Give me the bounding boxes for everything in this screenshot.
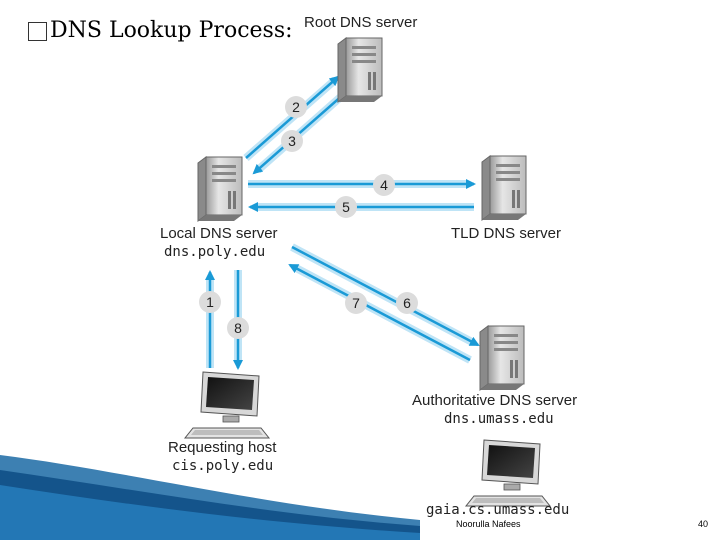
arrow-step-2 <box>243 75 340 162</box>
requesting-host-computer-icon <box>184 371 270 439</box>
requesting-host-label: Requesting host <box>168 439 277 456</box>
step-badge-3: 3 <box>281 130 303 152</box>
svg-text:7: 7 <box>352 295 360 311</box>
authoritative-server-host: dns.umass.edu <box>444 411 554 427</box>
slide-title-row: DNS Lookup Process: <box>28 18 293 43</box>
page-number: 40 <box>697 519 708 529</box>
arrow-step-7 <box>288 263 472 364</box>
step-badge-6: 6 <box>396 292 418 314</box>
target-host-computer-icon <box>465 439 551 507</box>
tld-server-icon <box>481 155 527 221</box>
svg-text:5: 5 <box>342 199 350 215</box>
svg-text:3: 3 <box>288 133 296 149</box>
step-badge-5: 5 <box>335 196 357 218</box>
svg-text:8: 8 <box>234 320 242 336</box>
svg-text:6: 6 <box>403 295 411 311</box>
svg-text:2: 2 <box>292 99 300 115</box>
local-server-label: Local DNS server <box>160 225 278 242</box>
tld-server-label: TLD DNS server <box>451 225 562 242</box>
svg-text:1: 1 <box>206 294 214 310</box>
step-badge-4: 4 <box>373 174 395 196</box>
step-badge-7: 7 <box>345 292 367 314</box>
local-server-host: dns.poly.edu <box>164 244 266 260</box>
target-host-name: gaia.cs.umass.edu <box>426 502 570 518</box>
step-badge-1: 1 <box>199 291 221 313</box>
authoritative-server-icon <box>479 325 525 391</box>
arrow-step-6 <box>290 243 480 347</box>
requesting-host-name: cis.poly.edu <box>172 458 274 474</box>
root-server-icon <box>337 37 383 103</box>
footer-author: Noorulla Nafees <box>456 519 521 529</box>
step-badge-2: 2 <box>285 96 307 118</box>
svg-text:4: 4 <box>380 177 388 193</box>
local-server-icon <box>197 156 243 222</box>
slide-title: DNS Lookup Process: <box>50 18 293 43</box>
square-bullet-icon <box>28 22 47 41</box>
authoritative-server-label: Authoritative DNS server <box>412 392 578 409</box>
step-badge-8: 8 <box>227 317 249 339</box>
root-server-label: Root DNS server <box>304 14 418 31</box>
